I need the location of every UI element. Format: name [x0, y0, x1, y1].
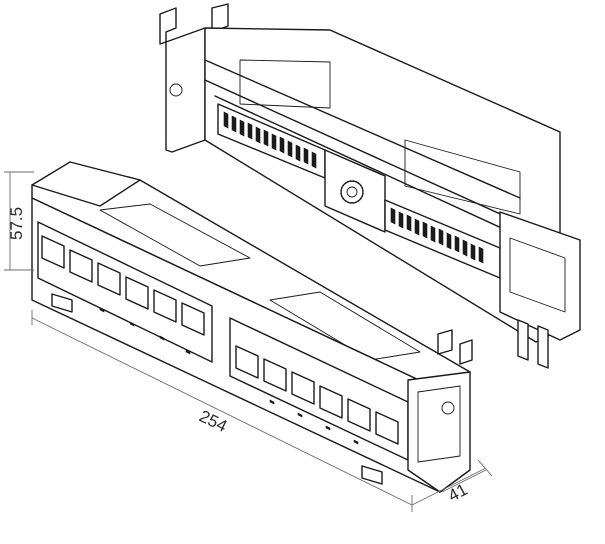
dimension-length: 254 — [31, 310, 413, 512]
dimension-height: 57.5 — [4, 171, 34, 271]
front-panel — [31, 161, 473, 493]
rj45-port-12 — [375, 411, 399, 445]
port-group-right — [235, 345, 399, 445]
rj45-port-9 — [291, 371, 315, 405]
rj45-port-5 — [153, 289, 177, 323]
rear-panel — [159, 3, 581, 369]
dimension-length-label: 254 — [196, 407, 230, 437]
rj45-port-4 — [125, 276, 149, 310]
dimension-height-label: 57.5 — [7, 207, 26, 240]
rj45-port-7 — [235, 345, 259, 379]
rj45-port-10 — [319, 385, 343, 419]
rj45-port-11 — [347, 398, 371, 432]
rj45-port-6 — [181, 302, 205, 336]
rj45-port-3 — [97, 262, 121, 296]
rj45-port-8 — [263, 358, 287, 392]
port-group-left — [41, 235, 205, 336]
rj45-port-1 — [41, 235, 65, 269]
rj45-port-2 — [69, 249, 93, 283]
